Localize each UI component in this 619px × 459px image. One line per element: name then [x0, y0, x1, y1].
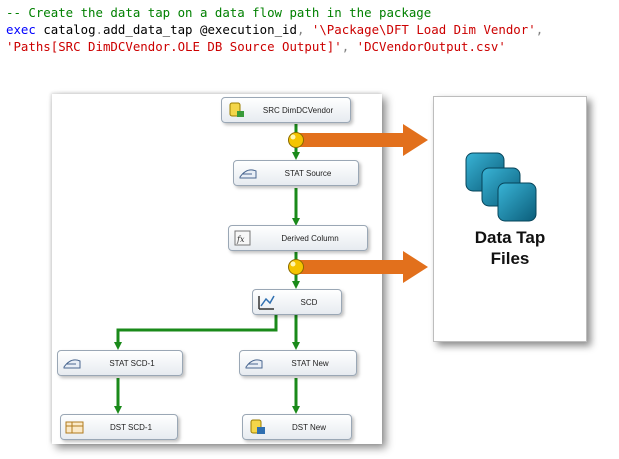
- oledb-destination-icon: [243, 416, 271, 438]
- node-label: STAT New: [291, 358, 329, 368]
- code-dot: .: [95, 22, 103, 37]
- oledb-source-icon: [222, 99, 250, 121]
- code-path-string: 'Paths[SRC DimDCVendor.OLE DB Source Out…: [6, 39, 342, 54]
- scd-icon: [253, 291, 281, 313]
- data-files-icon: [465, 152, 537, 222]
- tap-point-highlight: [290, 261, 296, 267]
- sql-code-block: -- Create the data tap on a data flow pa…: [6, 4, 543, 55]
- data-tap-files-label-line1: Data Tap: [474, 228, 546, 247]
- code-separator: ,: [341, 39, 357, 54]
- node-label: SRC DimDCVendor: [262, 105, 334, 115]
- oledb-command-icon: [61, 416, 89, 438]
- svg-text:fx: fx: [236, 235, 245, 244]
- row-count-icon: [58, 352, 86, 374]
- node-label: DST SCD-1: [109, 422, 153, 432]
- row-count-icon: [234, 162, 262, 184]
- node-dst-scd1[interactable]: DST SCD-1: [60, 414, 178, 440]
- tap-arrow-1: [300, 124, 428, 156]
- tap-point-highlight: [290, 134, 296, 140]
- node-dst-new[interactable]: DST New: [242, 414, 352, 440]
- tap-arrow-2: [300, 251, 428, 283]
- node-src-dimdcvendor[interactable]: SRC DimDCVendor: [221, 97, 351, 123]
- row-count-icon: [240, 352, 268, 374]
- node-stat-source[interactable]: STAT Source: [233, 160, 359, 186]
- node-derived-column[interactable]: fx Derived Column: [228, 225, 368, 251]
- node-stat-new[interactable]: STAT New: [239, 350, 357, 376]
- node-stat-scd1[interactable]: STAT SCD-1: [57, 350, 183, 376]
- code-separator: ,: [535, 22, 544, 37]
- tap-point-1[interactable]: [288, 132, 304, 148]
- data-tap-files-label-line2: Files: [490, 249, 530, 268]
- code-package-string: '\Package\DFT Load Dim Vendor': [311, 22, 536, 37]
- code-separator: ,: [296, 22, 312, 37]
- code-catalog: catalog: [43, 22, 96, 37]
- node-label: SCD: [300, 297, 318, 307]
- derived-column-icon: fx: [229, 227, 257, 249]
- node-label: STAT SCD-1: [109, 358, 155, 368]
- code-exec-keyword: exec: [6, 22, 36, 37]
- code-file-string: 'DCVendorOutput.csv': [356, 39, 506, 54]
- code-procedure: add_data_tap: [103, 22, 193, 37]
- tap-point-2[interactable]: [288, 259, 304, 275]
- node-label: Derived Column: [281, 233, 339, 243]
- code-variable: @execution_id: [192, 22, 297, 37]
- data-tap-files-label: Data Tap Files: [433, 227, 587, 269]
- path-scd-to-stat-scd1[interactable]: [114, 314, 278, 350]
- node-label: DST New: [291, 422, 327, 432]
- node-label: STAT Source: [284, 168, 332, 178]
- node-scd[interactable]: SCD: [252, 289, 342, 315]
- code-comment: -- Create the data tap on a data flow pa…: [6, 5, 432, 20]
